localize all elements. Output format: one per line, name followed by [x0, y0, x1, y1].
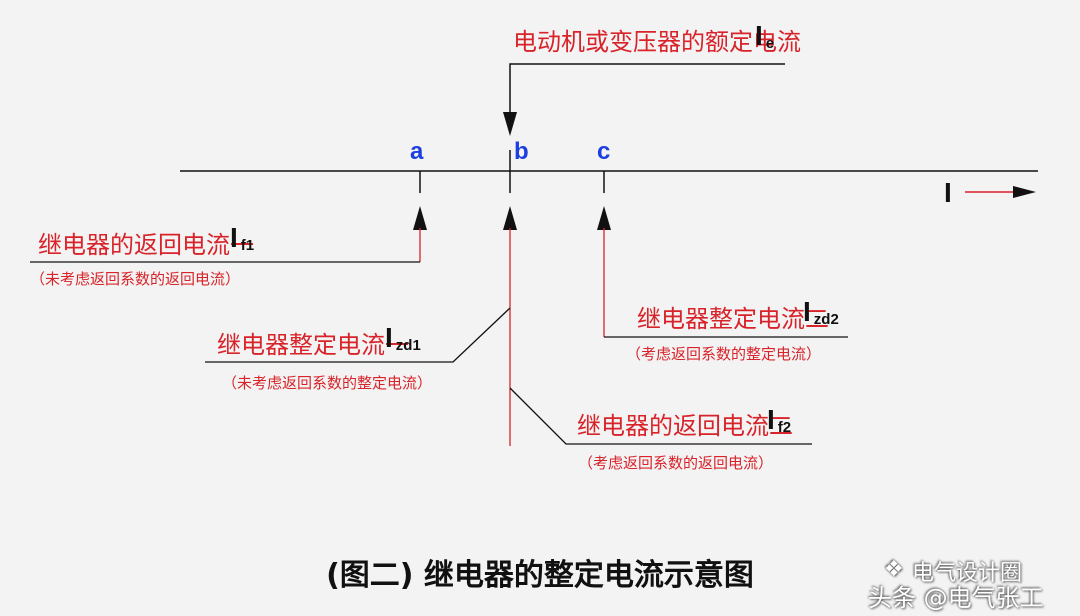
arrow-up-a	[413, 206, 427, 230]
arrow-up-b	[503, 206, 517, 230]
axis-arrow-head	[1013, 186, 1036, 198]
point-label-b: b	[514, 138, 529, 165]
watermark-brand: 电气设计圈	[912, 561, 1023, 586]
leader-f2	[509, 387, 812, 445]
setting-current-2-note: （考虑返回系数的整定电流）	[626, 345, 822, 363]
arrow-down-b	[503, 112, 517, 136]
setting-current-1-label: 继电器整定电流一	[217, 331, 409, 359]
release-current-1-label: 继电器的返回电流一	[38, 231, 254, 259]
point-label-c: c	[597, 138, 611, 165]
setting-current-1-note: （未考虑返回系数的整定电流）	[222, 374, 433, 392]
release-current-2-note: （考虑返回系数的返回电流）	[578, 454, 774, 472]
setting-current-2-label: 继电器整定电流二	[637, 305, 829, 333]
point-label-a: a	[410, 138, 424, 165]
arrow-up-c	[597, 206, 611, 230]
figure-caption: (图二) 继电器的整定电流示意图	[326, 558, 754, 593]
leader-rated-current	[509, 63, 785, 118]
release-current-1-note: （未考虑返回系数的返回电流）	[30, 270, 241, 288]
rated-current-label: 电动机或变压器的额定电流	[513, 28, 801, 56]
axis-label: I	[944, 177, 952, 208]
leader-zd1	[205, 307, 511, 363]
watermark-logo-icon: ❖	[884, 557, 904, 582]
release-current-2-label: 继电器的返回电流二	[577, 412, 793, 440]
watermark-attribution: 头条 @电气张工	[868, 584, 1044, 612]
